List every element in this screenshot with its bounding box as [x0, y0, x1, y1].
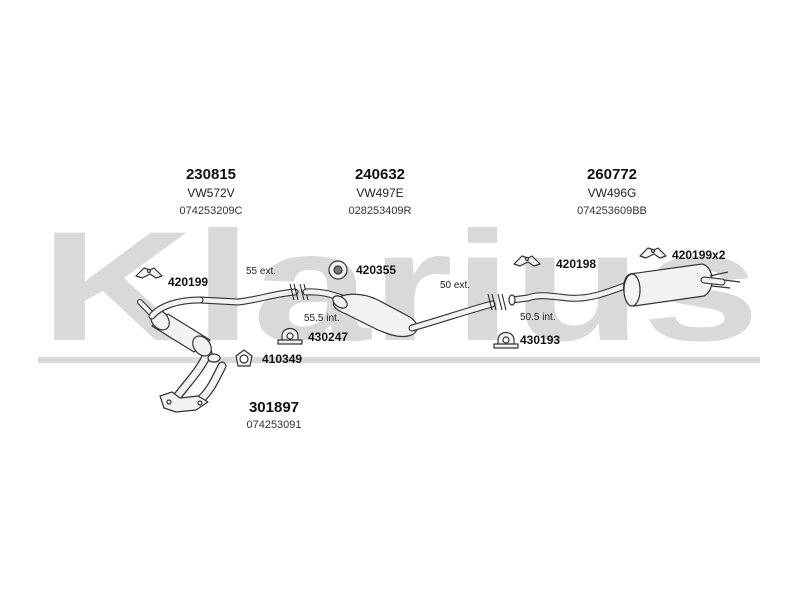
- mount-4-label: 420199x2: [672, 248, 726, 262]
- gasket-label: 410349: [262, 352, 303, 366]
- section-3-part-number: 260772: [586, 166, 638, 183]
- extension-2-label: 50 ext.: [440, 280, 471, 291]
- insertion-1-label: 55.5 int.: [304, 313, 340, 324]
- clamp-2-label: 430193: [520, 333, 561, 347]
- mount-3-label: 420198: [556, 257, 597, 271]
- insertion-2-label: 50.5 int.: [520, 312, 556, 323]
- rear-silencer: [508, 263, 741, 307]
- front-silencer: [137, 288, 299, 357]
- mount-icon-4: [639, 247, 667, 259]
- section-1-part-number: 230815: [185, 166, 237, 183]
- extension-1-label: 55 ext.: [246, 266, 277, 277]
- front-pipe-oem: 074253091: [246, 419, 302, 431]
- clamp-icon-2: [493, 331, 519, 349]
- mount-2-label: 420355: [356, 263, 397, 277]
- clamp-1-label: 430247: [308, 330, 349, 344]
- front-pipe: [159, 348, 227, 413]
- mount-icon-2: [328, 260, 348, 280]
- mount-icon-1: [135, 267, 163, 279]
- section-3-code: VW496G: [587, 186, 637, 200]
- clamp-icon-1: [277, 327, 303, 345]
- section-1-oem: 074253209C: [179, 205, 243, 217]
- gasket-icon: [235, 349, 253, 367]
- mount-icon-3: [513, 255, 541, 267]
- watermark-underline: [38, 357, 760, 363]
- front-pipe-part-number: 301897: [248, 399, 300, 416]
- section-2-part-number: 240632: [354, 166, 406, 183]
- joint-2: [487, 293, 507, 311]
- section-1-code: VW572V: [187, 186, 235, 200]
- mount-1-label: 420199: [168, 275, 209, 289]
- centre-silencer: [302, 288, 496, 338]
- section-2-code: VW497E: [356, 186, 404, 200]
- section-2-oem: 028253409R: [348, 205, 412, 217]
- section-3-oem: 074253609BB: [577, 205, 647, 217]
